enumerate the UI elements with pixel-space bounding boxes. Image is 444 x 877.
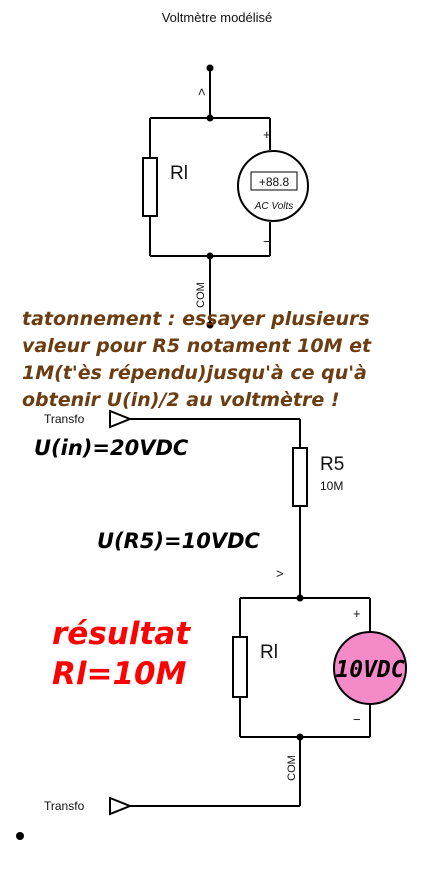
- instructions-line-4: obtenir U(in)/2 au voltmètre !: [22, 389, 340, 411]
- stray-dot: [16, 832, 24, 840]
- bottom-meter-minus: −: [353, 712, 361, 727]
- top-node-com-label: COM: [195, 282, 207, 308]
- source-bottom-label: Transfo: [44, 799, 85, 813]
- top-node-lower: [206, 252, 214, 260]
- instructions-line-3: 1M(t'ès répendu)jusqu'à ce qu'à: [22, 362, 367, 384]
- top-meter-display: +88.8: [259, 175, 290, 189]
- top-resistor-label: Rl: [170, 163, 188, 184]
- top-resistor-rl: [142, 157, 158, 217]
- r5-name-label: R5: [320, 454, 344, 475]
- source-top-arrow: [109, 409, 133, 429]
- bottom-resistor-r5: [292, 447, 308, 507]
- r5-value-label: 10M: [320, 479, 343, 493]
- top-meter-minus: −: [263, 234, 271, 249]
- u-r5-label: U(R5)=10VDC: [97, 529, 261, 553]
- source-top-label: Transfo: [44, 412, 85, 426]
- bottom-node-lower: [296, 733, 304, 741]
- bottom-resistor-rl: [232, 636, 248, 698]
- instructions-line-2: valeur pour R5 notament 10M et: [22, 335, 372, 357]
- bottom-meter-plus: +: [353, 606, 361, 621]
- top-node-v-label: >: [194, 88, 209, 96]
- bottom-node-com-label: COM: [286, 755, 298, 781]
- top-meter-plus: +: [263, 127, 271, 142]
- diagram-title: Voltmètre modélisé: [162, 10, 273, 25]
- instructions-line-1: tatonnement : essayer plusieurs: [22, 308, 370, 330]
- source-bottom-arrow: [109, 796, 133, 816]
- top-voltmeter: [237, 150, 309, 222]
- bottom-node-v-label: >: [276, 566, 284, 581]
- bottom-voltmeter: [333, 631, 407, 705]
- instructions-text: tatonnement : essayer plusieurs valeur p…: [22, 308, 372, 411]
- bottom-circuit: [109, 409, 371, 816]
- bottom-node-upper: [296, 594, 304, 602]
- top-meter-mode: AC Volts: [254, 201, 294, 212]
- top-circuit: [142, 68, 309, 325]
- top-node-input: [206, 64, 214, 72]
- top-node-upper: [206, 114, 214, 122]
- top-meter-display-box: [250, 171, 298, 191]
- top-node-com: [206, 321, 214, 329]
- result-line-2: Rl=10M: [52, 656, 187, 692]
- bottom-resistor-label: Rl: [260, 642, 278, 663]
- result-line-1: résultat: [52, 616, 191, 652]
- u-in-label: U(in)=20VDC: [34, 436, 189, 460]
- bottom-meter-reading: 10VDC: [335, 657, 404, 683]
